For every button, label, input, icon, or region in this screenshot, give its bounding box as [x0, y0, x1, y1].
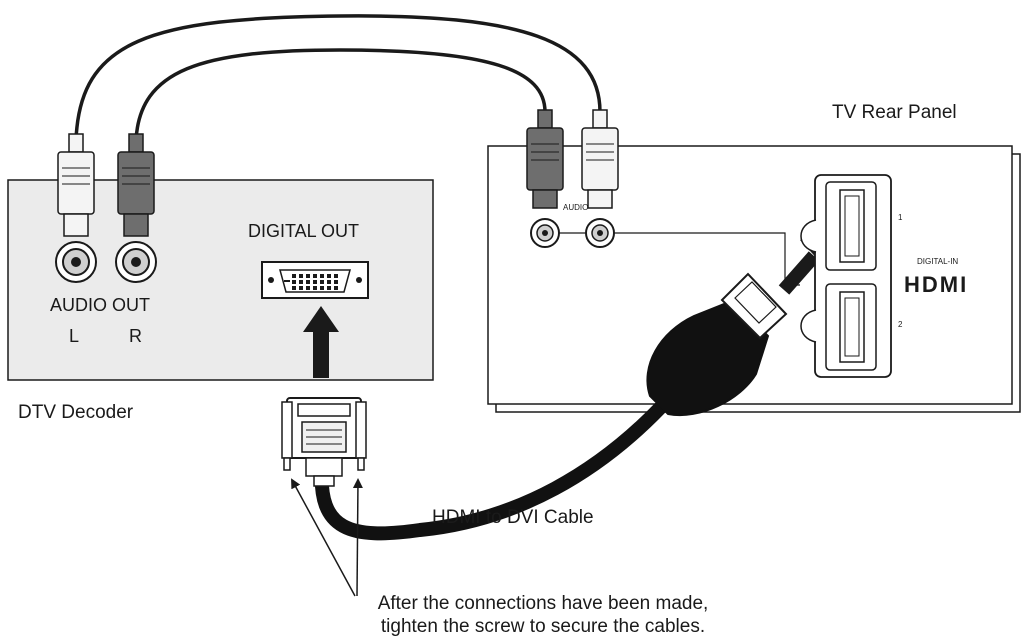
digital-in-label: DIGITAL-IN [917, 257, 959, 266]
tv-audio-label: AUDIO [563, 203, 589, 212]
tv-rear-panel-label: TV Rear Panel [832, 102, 957, 123]
dvi-port [261, 261, 369, 299]
tv-audio-plug-red [526, 109, 564, 209]
audio-link-lines [559, 232, 800, 286]
hdmi-port-1-label: 1 [898, 213, 903, 222]
digital-out-label: DIGITAL OUT [248, 221, 360, 241]
hdmi-logo: HDMI [904, 272, 969, 297]
hdmi-port-2-label: 2 [898, 320, 903, 329]
audio-plug-white-left [57, 133, 95, 237]
dvi-plug [281, 397, 367, 487]
screw-arrows [291, 478, 363, 597]
audio-right-label: R [129, 326, 142, 346]
tv-audio-plug-white [581, 109, 619, 209]
instruction-note-line-1: After the connections have been made, [377, 593, 709, 614]
dvi-insert-arrow [303, 306, 339, 378]
cable-label: HDMI to DVI Cable [432, 507, 594, 528]
audio-plug-red-right [117, 133, 155, 237]
audio-out-label: AUDIO OUT [50, 295, 151, 315]
hdmi-dvi-cable [314, 401, 667, 541]
instruction-note: After the connections have been made, ti… [348, 592, 738, 638]
audio-cable-wires [74, 14, 602, 141]
dtv-decoder-label: DTV Decoder [18, 402, 134, 423]
hdmi-port-housing [800, 174, 892, 378]
audio-left-label: L [69, 326, 80, 346]
instruction-note-line-2: tighten the screw to secure the cables. [380, 616, 706, 637]
audio-out-jacks [55, 241, 157, 283]
hdmi-plug [646, 272, 788, 417]
tv-audio-jacks [530, 218, 615, 248]
